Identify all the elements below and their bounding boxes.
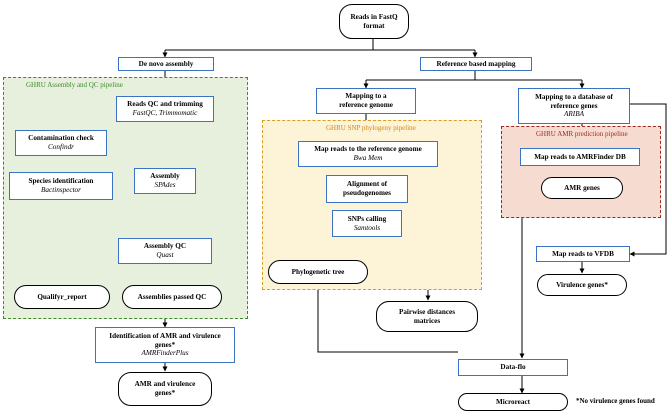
node-pairwise-distances: Pairwise distances matrices — [376, 301, 478, 332]
node-de-novo-assembly: De novo assembly — [118, 57, 214, 71]
node-qualifyr-report: Qualifyr_report — [14, 285, 110, 309]
node-map-amrfinder-db: Map reads to AMRFinder DB — [520, 148, 640, 166]
node-snps-calling: SNPs calling Samtools — [332, 210, 402, 237]
node-assemblies-passed-qc: Assemblies passed QC — [122, 285, 222, 309]
footnote: *No virulence genes found — [576, 397, 655, 405]
node-mapping-reference-genome: Mapping to a reference genome — [316, 88, 416, 114]
group-assembly-qc-label: GHRU Assembly and QC pipeline — [26, 81, 123, 89]
node-microreact: Microreact — [458, 393, 568, 411]
node-mapping-database: Mapping to a database of reference genes… — [518, 88, 630, 124]
node-reference-mapping: Reference based mapping — [420, 57, 532, 71]
group-amr-prediction-label: GHRU AMR prediction pipeline — [536, 130, 628, 138]
node-assembly: Assembly SPAdes — [134, 168, 196, 194]
node-alignment-pseudogenomes: Alignment of pseudogenomes — [326, 175, 408, 203]
node-amr-virulence-genes: AMR and virulence genes* — [118, 372, 212, 406]
node-phylogenetic-tree: Phylogenetic tree — [268, 260, 368, 284]
node-amr-genes: AMR genes — [541, 177, 623, 199]
node-reads-fastq: Reads in FastQ format — [339, 4, 409, 39]
node-bwa-mapping: Map reads to the reference genome Bwa Me… — [298, 141, 438, 167]
node-reads-qc: Reads QC and trimming FastQC, Trimmomati… — [116, 96, 214, 122]
node-map-vfdb: Map reads to VFDB — [536, 246, 630, 262]
group-snp-phylogeny-label: GHRU SNP phylogeny pipeline — [326, 124, 416, 132]
group-amr-prediction — [501, 126, 661, 218]
node-virulence-genes: Virulence genes* — [537, 274, 627, 296]
edge-mapdb-vfdb — [629, 103, 667, 257]
node-identification-amr: Identification of AMR and virulence gene… — [95, 327, 235, 363]
node-assembly-qc: Assembly QC Quast — [118, 238, 212, 264]
node-species-identification: Species identification Bactinspector — [9, 172, 113, 200]
node-data-flo: Data-flo — [458, 359, 568, 376]
edge-phylo-dataflo — [317, 284, 458, 353]
node-contamination-check: Contamination check Confindr — [15, 130, 107, 156]
